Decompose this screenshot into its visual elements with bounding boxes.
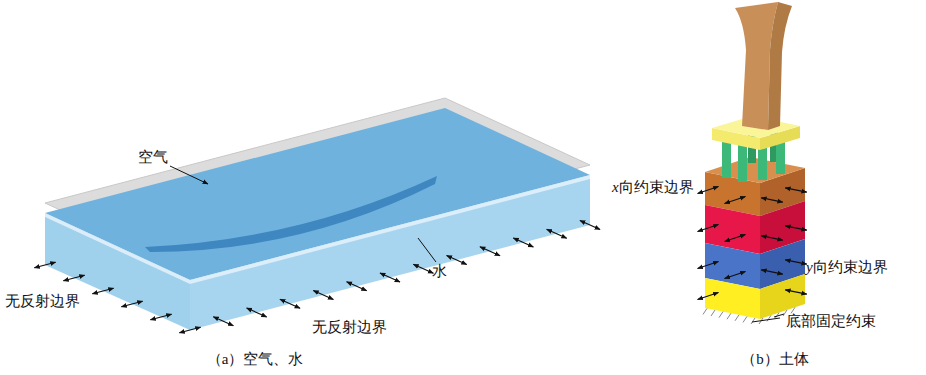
double-arrow bbox=[725, 271, 746, 278]
air-edge bbox=[190, 175, 590, 284]
label: x向约束边界 bbox=[612, 178, 694, 196]
hatch-stroke bbox=[735, 315, 739, 321]
pier bbox=[735, 2, 792, 130]
double-arrow bbox=[785, 226, 807, 230]
double-arrow bbox=[698, 292, 719, 299]
hatch-stroke bbox=[719, 312, 723, 318]
double-arrow bbox=[247, 308, 267, 317]
hatch-stroke bbox=[767, 315, 771, 321]
double-arrow bbox=[34, 262, 55, 268]
hatch-stroke bbox=[791, 307, 795, 313]
soil-layer bbox=[705, 278, 760, 319]
double-arrow bbox=[313, 291, 333, 300]
label: 水 bbox=[432, 262, 447, 280]
boundary-arrows bbox=[698, 186, 807, 299]
soil-layer bbox=[760, 274, 805, 319]
double-arrow bbox=[380, 273, 400, 282]
double-arrow bbox=[725, 196, 746, 203]
double-arrow bbox=[92, 288, 113, 294]
double-arrow bbox=[698, 186, 719, 193]
double-arrow bbox=[547, 229, 567, 238]
double-arrow bbox=[785, 290, 807, 294]
label: 无反射边界 bbox=[5, 292, 80, 310]
label: y向约束边界 bbox=[806, 258, 888, 276]
hatch-stroke bbox=[751, 318, 755, 324]
double-arrow bbox=[179, 327, 200, 333]
double-arrow bbox=[213, 317, 233, 326]
boundary-arrows bbox=[34, 221, 600, 333]
double-arrow bbox=[785, 188, 807, 192]
double-arrow bbox=[698, 261, 719, 268]
double-arrow bbox=[447, 256, 467, 265]
hatch-stroke bbox=[727, 313, 731, 319]
double-arrow bbox=[121, 301, 142, 307]
leader-line bbox=[774, 314, 784, 317]
label: 空气 bbox=[138, 148, 168, 166]
soil-column bbox=[703, 2, 805, 324]
label: 底部固定约束 bbox=[786, 312, 876, 330]
double-arrow bbox=[761, 270, 783, 274]
double-arrow bbox=[698, 224, 719, 231]
leader-line bbox=[418, 238, 436, 262]
double-arrow bbox=[150, 314, 171, 320]
double-arrow bbox=[580, 221, 600, 230]
hatch-stroke bbox=[703, 308, 707, 314]
caption: （a）空气、水 bbox=[207, 350, 304, 368]
double-arrow bbox=[280, 299, 300, 308]
label: 无反射边界 bbox=[312, 318, 387, 336]
water-slab bbox=[45, 98, 590, 330]
fixed-support bbox=[703, 307, 795, 324]
hatch-stroke bbox=[711, 310, 715, 316]
ship-hull bbox=[145, 176, 437, 252]
double-arrow bbox=[63, 275, 84, 281]
double-arrow bbox=[413, 264, 433, 273]
double-arrow bbox=[761, 236, 783, 240]
double-arrow bbox=[347, 282, 367, 291]
caption: （b）土体 bbox=[741, 350, 809, 368]
double-arrow bbox=[725, 234, 746, 241]
double-arrow bbox=[785, 260, 807, 264]
double-arrow bbox=[480, 247, 500, 256]
leader-line bbox=[170, 166, 208, 184]
leader-line bbox=[752, 318, 780, 322]
double-arrow bbox=[761, 198, 783, 202]
hatch-stroke bbox=[743, 316, 747, 322]
double-arrow bbox=[513, 238, 533, 247]
